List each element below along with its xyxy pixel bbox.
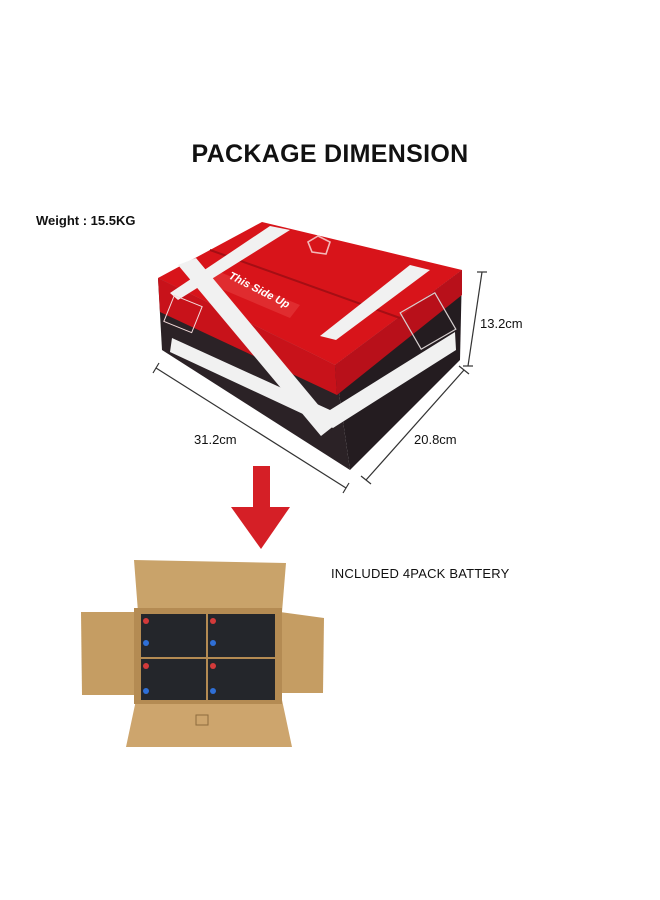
- recycle-icon: [307, 235, 331, 255]
- package-strap: [170, 226, 456, 436]
- width-dimension-label: 20.8cm: [414, 432, 457, 447]
- side-print-label: [163, 291, 457, 351]
- sealed-package-image: This Side Up: [158, 222, 462, 470]
- battery: [141, 614, 206, 657]
- included-batteries-label: INCLUDED 4PACK BATTERY: [331, 566, 510, 581]
- carton-logo-icon: [195, 714, 209, 726]
- height-dimension-label: 13.2cm: [480, 316, 523, 331]
- open-carton-image: [81, 560, 324, 747]
- length-dimension-label: 31.2cm: [194, 432, 237, 447]
- down-arrow-icon: [231, 466, 290, 549]
- battery-group: [141, 614, 275, 700]
- weight-label: Weight : 15.5KG: [36, 213, 136, 228]
- battery: [208, 659, 275, 700]
- battery: [141, 659, 206, 700]
- page-title: PACKAGE DIMENSION: [191, 140, 469, 168]
- battery: [208, 614, 275, 657]
- dimension-lines: [152, 271, 487, 494]
